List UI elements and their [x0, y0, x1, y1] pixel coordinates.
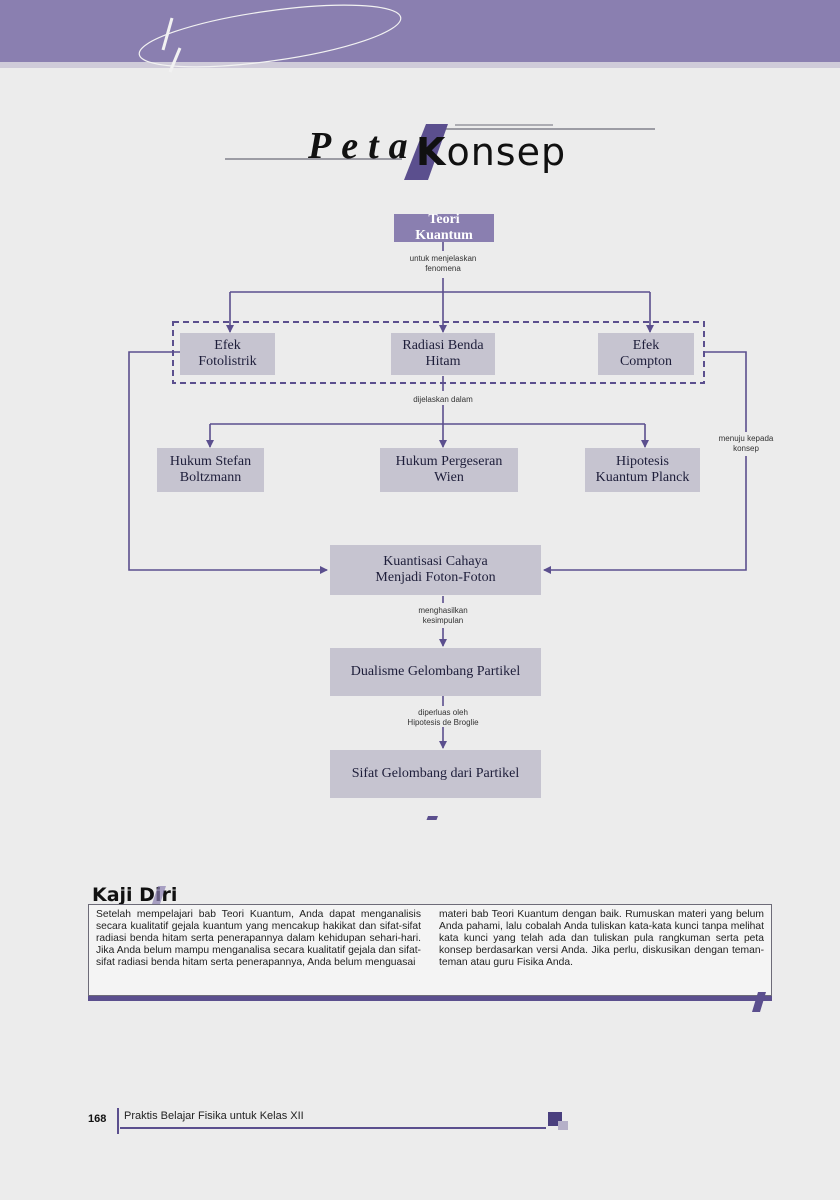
kaji-diri-column-2: materi bab Teori Kuantum dengan baik. Ru…	[439, 909, 764, 968]
kaji-diri-slash	[152, 886, 166, 904]
footer-book-title: Praktis Belajar Fisika untuk Kelas XII	[124, 1110, 304, 1122]
link-label-side: menuju kepada konsep	[718, 434, 774, 453]
kaji-diri-box: Setelah mempelajari bab Teori Kuantum, A…	[88, 904, 772, 996]
page-title: Peta Konsep	[0, 110, 840, 190]
header-decoration	[138, 4, 402, 73]
box-efek-fotolistrik: Efek Fotolistrik	[180, 333, 275, 375]
link-label-root: untuk menjelaskan fenomena	[409, 254, 477, 273]
link-label-conclusion: menghasilkan kesimpulan	[418, 606, 468, 625]
kaji-diri-bar	[88, 996, 772, 1001]
box-radiasi-benda-hitam: Radiasi Benda Hitam	[391, 333, 495, 375]
title-first-letter: K	[416, 130, 447, 174]
title-rest: onsep	[446, 130, 567, 174]
link-label-explained: dijelaskan dalam	[413, 395, 473, 404]
title-decoration	[225, 124, 655, 180]
kaji-diri-bar-slash	[752, 992, 766, 1012]
link-label-extended: diperluas oleh Hipotesis de Broglie	[407, 708, 479, 727]
box-hipotesis-kuantum-planck: Hipotesis Kuantum Planck	[585, 448, 700, 492]
box-hukum-pergeseran-wien: Hukum Pergeseran Wien	[380, 448, 518, 492]
box-hukum-stefan-boltzmann: Hukum Stefan Boltzmann	[157, 448, 264, 492]
box-dualisme: Dualisme Gelombang Partikel	[330, 648, 541, 696]
title-script-part: Peta	[308, 125, 418, 167]
box-kuantisasi-cahaya: Kuantisasi Cahaya Menjadi Foton-Foton	[330, 545, 541, 595]
footer-decoration	[117, 1108, 568, 1134]
concept-map-connectors	[128, 242, 747, 820]
box-efek-compton: Efek Compton	[598, 333, 694, 375]
box-sifat-gelombang: Sifat Gelombang dari Partikel	[330, 750, 541, 798]
title-sans-part: Konsep	[416, 130, 566, 174]
page-number: 168	[88, 1113, 107, 1125]
box-root: Teori Kuantum	[394, 212, 494, 243]
header-strip	[0, 62, 840, 68]
kaji-diri-column-1: Setelah mempelajari bab Teori Kuantum, A…	[96, 909, 421, 968]
